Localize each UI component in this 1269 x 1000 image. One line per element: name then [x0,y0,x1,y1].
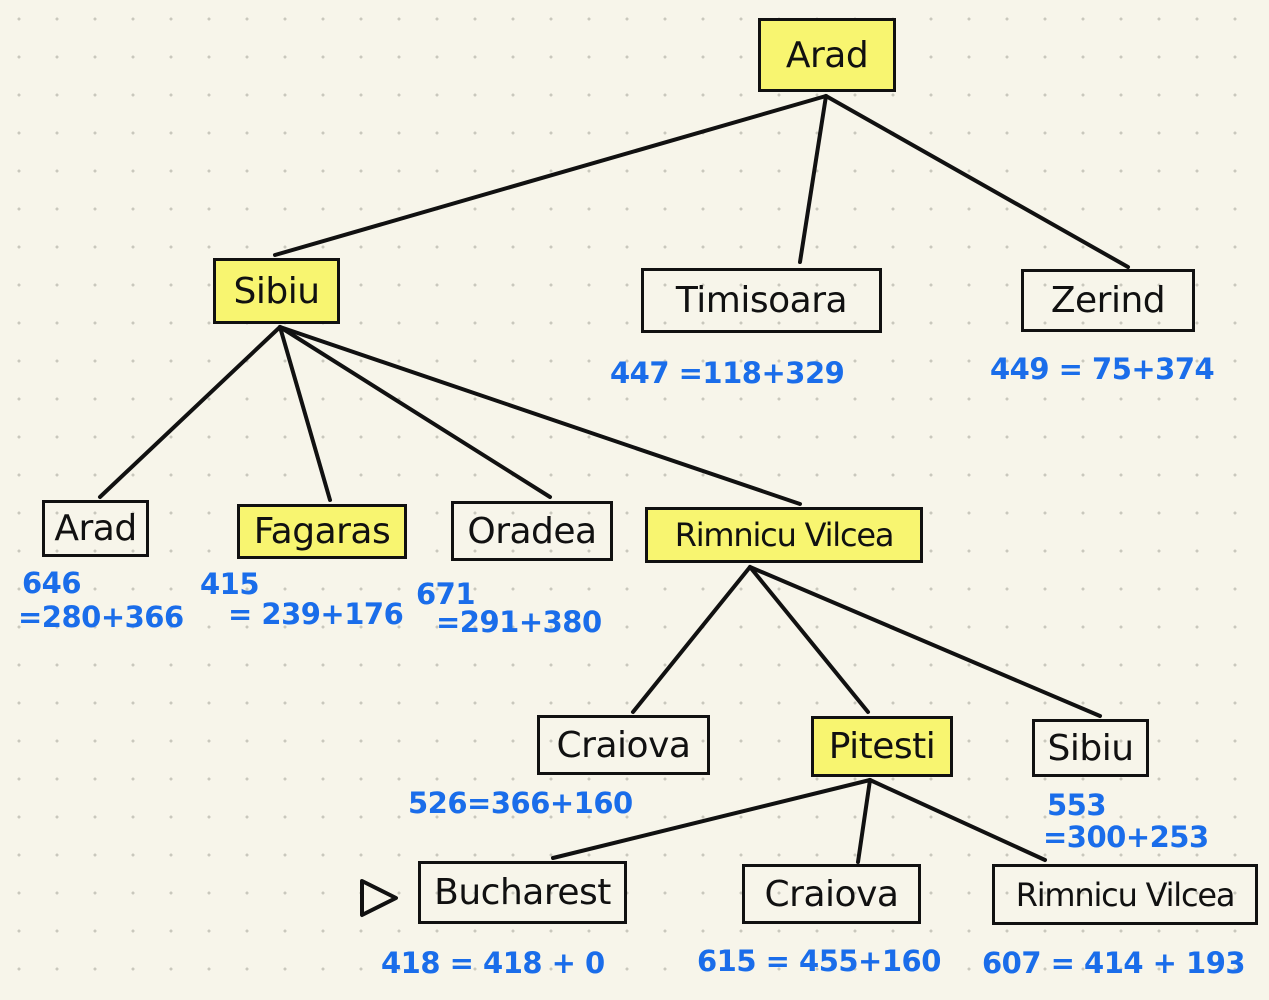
node-label: Rimnicu Vilcea [1015,875,1236,914]
edge-sibiu-arad [98,325,282,499]
node-rimnicu-vilcea: Rimnicu Vilcea [645,507,923,563]
node-zerind: Zerind [1021,269,1195,332]
cost-bucharest: 418 = 418 + 0 [381,946,605,980]
node-fagaras: Fagaras [237,504,407,559]
cost-sibiu-2: 553 =300+253 [1043,788,1209,854]
edge-sibiu-fagaras [278,325,332,502]
cost-timisoara: 447 =118+329 [610,356,845,390]
cost-arad-2: 646 =280+366 [18,566,184,634]
node-label: Pitesti [828,726,936,767]
node-label: Oradea [467,510,597,552]
node-label: Fagaras [253,511,391,552]
node-label: Sibiu [1047,727,1134,769]
node-rimnicu-vilcea-2: Rimnicu Vilcea [992,864,1258,925]
node-label: Craiova [764,873,899,915]
triangle-outline-icon [360,879,398,917]
node-craiova-2: Craiova [742,864,921,924]
cost-value: 415 [200,567,260,601]
node-timisoara: Timisoara [641,268,882,333]
edge-pitesti-rimnicu-vilcea [868,778,1047,862]
cost-formula: =291+380 [436,605,602,639]
edge-pitesti-craiova [856,778,872,864]
node-arad-root: Arad [758,18,896,92]
edge-rimnicu-craiova [631,565,752,714]
edge-rimnicu-sibiu [748,565,1102,718]
node-craiova: Craiova [537,715,710,775]
node-label: Zerind [1050,280,1166,321]
node-label: Arad [54,508,137,549]
edge-pitesti-bucharest [551,778,872,860]
node-label: Sibiu [233,270,320,312]
cost-formula: =300+253 [1043,820,1209,854]
cost-oradea: 671 =291+380 [416,577,602,639]
cost-value: 553 [1047,788,1107,822]
node-label: Arad [785,34,869,76]
node-label: Craiova [556,724,691,766]
cost-craiova-2: 615 = 455+160 [697,944,941,978]
node-label: Timisoara [675,280,848,321]
edge-arad-zerind [824,94,1130,269]
node-sibiu: Sibiu [213,258,340,324]
node-bucharest: Bucharest [418,861,627,924]
cost-zerind: 449 = 75+374 [990,352,1215,386]
cost-value: 671 [416,577,476,611]
edge-sibiu-oradea [278,325,552,499]
cost-formula: =280+366 [18,600,184,634]
edge-sibiu-rimnicu-vilcea [278,325,802,506]
node-oradea: Oradea [451,501,613,561]
cost-rimnicu-vilcea-2: 607 = 414 + 193 [982,946,1246,980]
cost-fagaras: 415 = 239+176 [200,567,404,631]
node-arad-2: Arad [42,500,149,557]
node-label: Bucharest [434,872,611,913]
cost-value: 646 [22,566,82,600]
edge-arad-timisoara [798,94,828,264]
cost-craiova: 526=366+160 [408,786,633,820]
node-pitesti: Pitesti [811,716,953,777]
cost-formula: = 239+176 [228,597,404,631]
edge-rimnicu-pitesti [748,565,870,714]
edge-arad-sibiu [273,94,828,257]
node-label: Rimnicu Vilcea [674,516,895,554]
node-sibiu-2: Sibiu [1032,719,1149,777]
